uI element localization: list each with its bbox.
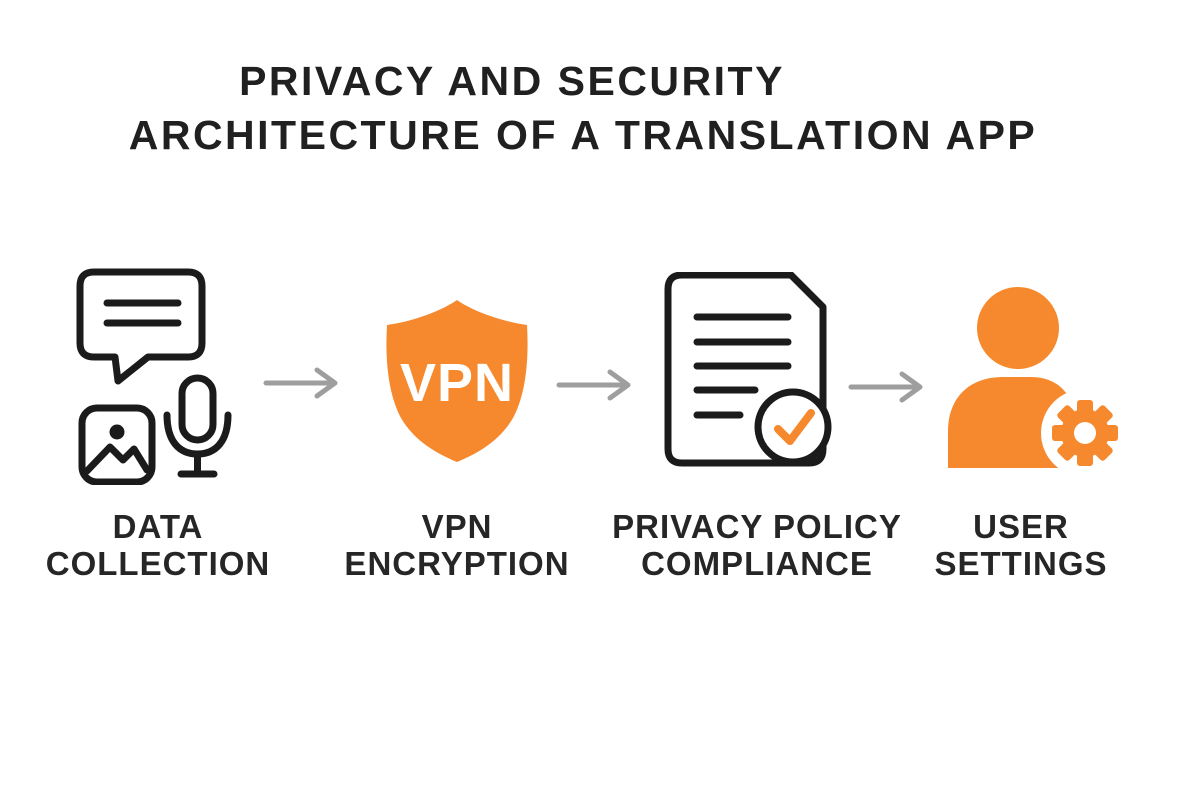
- step-label-data-collection: DATA COLLECTION: [45, 508, 271, 582]
- image-icon: [78, 404, 156, 485]
- flow-arrow-icon: [263, 366, 351, 400]
- flow-arrow-icon: [848, 370, 936, 404]
- user-body: [948, 377, 1073, 468]
- chat-bubble-icon: [76, 268, 206, 385]
- gear-icon: [1052, 400, 1118, 466]
- microphone-icon: [163, 374, 232, 478]
- step-label-user-settings: USER SETTINGS: [934, 508, 1108, 582]
- user-head: [977, 287, 1059, 369]
- flow-arrow-icon: [556, 368, 644, 402]
- step-label-privacy-policy-compliance: PRIVACY POLICY COMPLIANCE: [612, 508, 902, 582]
- document-checkmark-icon: [663, 272, 835, 467]
- data-collection-icon-group: [75, 265, 235, 485]
- checkmark-circle-icon: [754, 388, 832, 466]
- diagram-title-line1: PRIVACY AND SECURITY: [239, 58, 785, 104]
- user-gear-icon: [943, 283, 1123, 473]
- vpn-shield-text: VPN: [400, 353, 514, 413]
- step-label-vpn-encryption: VPN ENCRYPTION: [344, 508, 570, 582]
- vpn-shield-icon: VPN: [382, 297, 532, 465]
- diagram-title-line2: ARCHITECTURE OF A TRANSLATION APP: [128, 112, 1038, 158]
